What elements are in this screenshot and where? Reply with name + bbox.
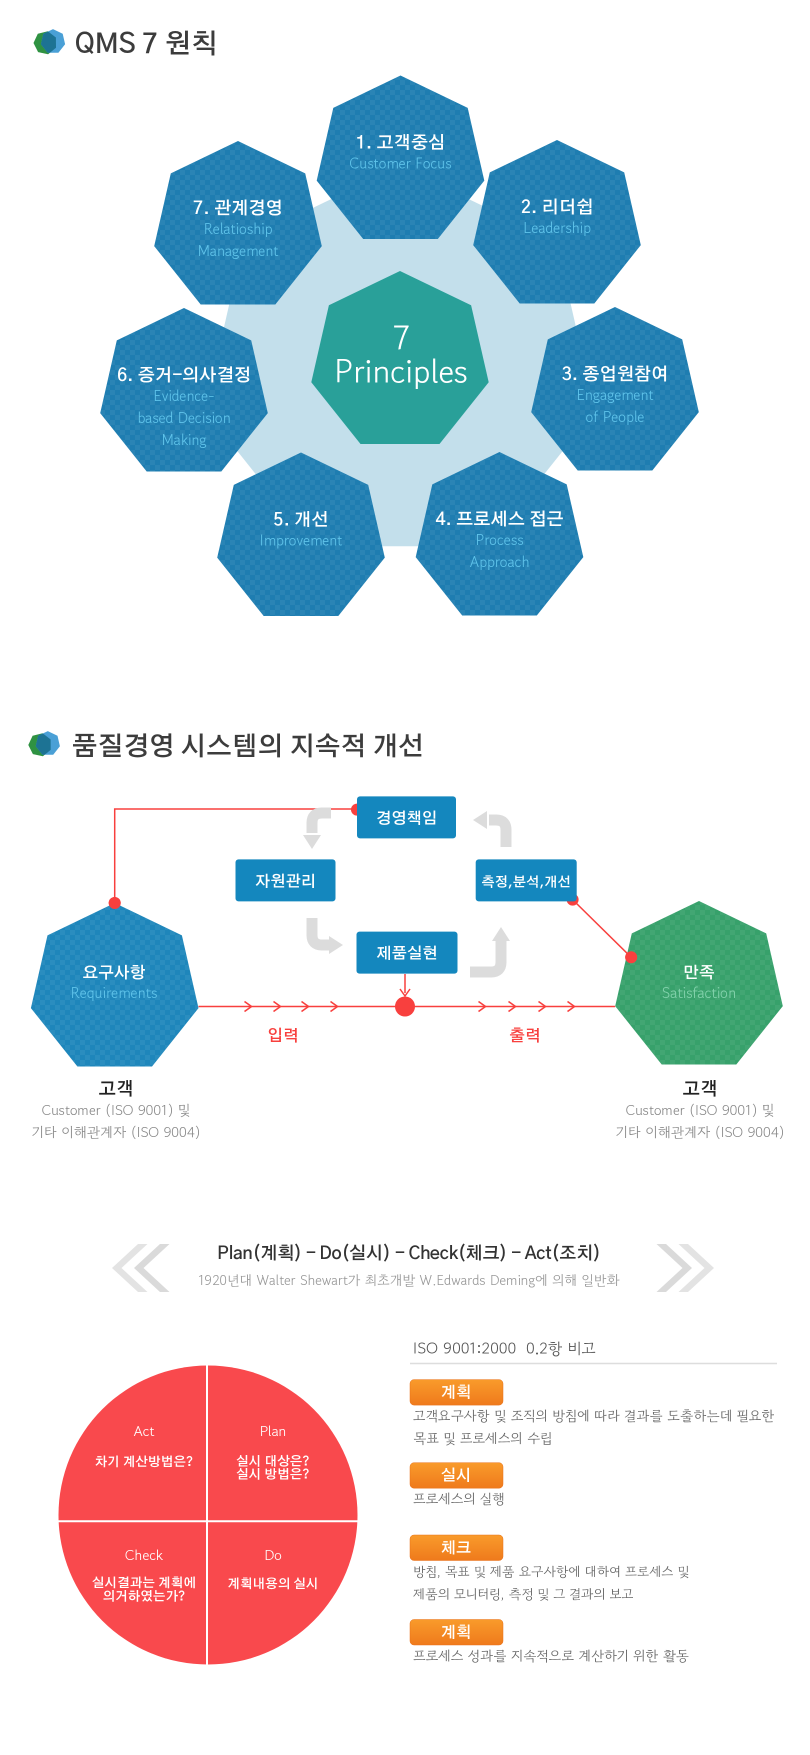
svg-text:프로세스의 실행: 프로세스의 실행: [413, 1490, 505, 1510]
svg-text:측정,분석,개선: 측정,분석,개선: [481, 874, 571, 889]
svg-text:5. 개선: 5. 개선: [273, 511, 328, 530]
svg-text:계획: 계획: [441, 1384, 472, 1402]
svg-text:제품실현: 제품실현: [376, 946, 437, 963]
svg-text:Making: Making: [161, 430, 207, 451]
svg-text:실시 방법은?: 실시 방법은?: [236, 1468, 310, 1482]
svg-text:7. 관계경영: 7. 관계경영: [193, 199, 283, 218]
svg-text:Management: Management: [198, 241, 279, 262]
svg-text:실시: 실시: [441, 1468, 472, 1485]
svg-text:4. 프로세스 접근: 4. 프로세스 접근: [435, 510, 563, 529]
svg-text:Customer Focus: Customer Focus: [350, 154, 452, 175]
svg-text:고객요구사항 및 조직의 방침에 따라 결과를 도출하는데: 고객요구사항 및 조직의 방침에 따라 결과를 도출하는데 필요한: [413, 1407, 775, 1427]
svg-text:출력: 출력: [509, 1027, 541, 1045]
svg-text:기타 이해관계자 (ISO 9004): 기타 이해관계자 (ISO 9004): [32, 1122, 201, 1143]
svg-text:고객: 고객: [682, 1080, 717, 1099]
svg-text:Customer (ISO 9001) 및: Customer (ISO 9001) 및: [42, 1100, 191, 1121]
svg-text:6. 증거-의사결정: 6. 증거-의사결정: [117, 366, 251, 385]
svg-text:2. 리더쉽: 2. 리더쉽: [521, 198, 593, 217]
svg-text:실시 대상은?: 실시 대상은?: [236, 1455, 310, 1469]
svg-text:Customer (ISO 9001) 및: Customer (ISO 9001) 및: [626, 1100, 775, 1121]
svg-text:차기 계산방법은?: 차기 계산방법은?: [95, 1455, 194, 1469]
svg-text:QMS 7 원칙: QMS 7 원칙: [75, 30, 218, 59]
svg-text:Improvement: Improvement: [260, 531, 343, 552]
svg-text:Engagement: Engagement: [576, 385, 653, 406]
svg-text:입력: 입력: [267, 1027, 299, 1045]
svg-text:of People: of People: [586, 407, 646, 428]
svg-text:Plan(계획) - Do(실시) - Check(체크): Plan(계획) - Do(실시) - Check(체크) - Act(조치): [217, 1243, 600, 1263]
svg-text:Leadership: Leadership: [523, 218, 590, 239]
svg-text:제품의 모니터링, 측정 및 그 결과의 보고: 제품의 모니터링, 측정 및 그 결과의 보고: [412, 1584, 634, 1604]
svg-text:계획내용의 실시: 계획내용의 실시: [227, 1576, 318, 1591]
svg-text:실시결과는 계획에: 실시결과는 계획에: [92, 1575, 196, 1590]
svg-text:Do: Do: [264, 1545, 282, 1566]
svg-text:체크: 체크: [441, 1540, 472, 1557]
svg-text:Requirements: Requirements: [71, 983, 158, 1004]
svg-text:Act: Act: [133, 1421, 154, 1442]
svg-text:경영책임: 경영책임: [376, 810, 437, 827]
svg-text:품질경영 시스템의 지속적 개선: 품질경영 시스템의 지속적 개선: [72, 733, 424, 761]
svg-text:자원관리: 자원관리: [255, 873, 316, 890]
svg-text:프로세스 성과를 지속적으로 계산하기 위한 활동: 프로세스 성과를 지속적으로 계산하기 위한 활동: [413, 1647, 690, 1667]
svg-text:1. 고객중심: 1. 고객중심: [356, 134, 446, 153]
svg-text:방침, 목표 및 제품 요구사항에 대하여 프로세스 및: 방침, 목표 및 제품 요구사항에 대하여 프로세스 및: [413, 1561, 689, 1581]
svg-text:요구사항: 요구사항: [83, 964, 146, 982]
svg-text:ISO 9001:2000 0.2항 비고: ISO 9001:2000 0.2항 비고: [413, 1336, 596, 1360]
svg-text:의거하였는가?: 의거하였는가?: [102, 1590, 186, 1604]
svg-text:Process: Process: [476, 530, 524, 551]
svg-text:목표 및 프로세스의 수립: 목표 및 프로세스의 수립: [413, 1429, 552, 1449]
svg-text:기타 이해관계자 (ISO 9004): 기타 이해관계자 (ISO 9004): [616, 1122, 785, 1143]
svg-text:Plan: Plan: [260, 1421, 287, 1442]
svg-text:Satisfaction: Satisfaction: [662, 983, 736, 1004]
svg-text:3. 종업원참여: 3. 종업원참여: [562, 365, 669, 384]
svg-text:Principles: Principles: [334, 347, 468, 395]
svg-text:고객: 고객: [98, 1080, 133, 1099]
svg-text:7: 7: [392, 313, 410, 361]
svg-text:만족: 만족: [683, 965, 715, 982]
svg-text:계획: 계획: [441, 1624, 472, 1642]
svg-text:Relatioship: Relatioship: [204, 219, 273, 240]
svg-text:Check: Check: [125, 1545, 163, 1566]
svg-text:Evidence-: Evidence-: [153, 386, 214, 407]
svg-text:based Decision: based Decision: [137, 408, 230, 429]
svg-text:Approach: Approach: [470, 552, 530, 573]
svg-text:1920년대 Walter Shewart가 최초개발 W.: 1920년대 Walter Shewart가 최초개발 W.Edwards De…: [198, 1271, 620, 1291]
